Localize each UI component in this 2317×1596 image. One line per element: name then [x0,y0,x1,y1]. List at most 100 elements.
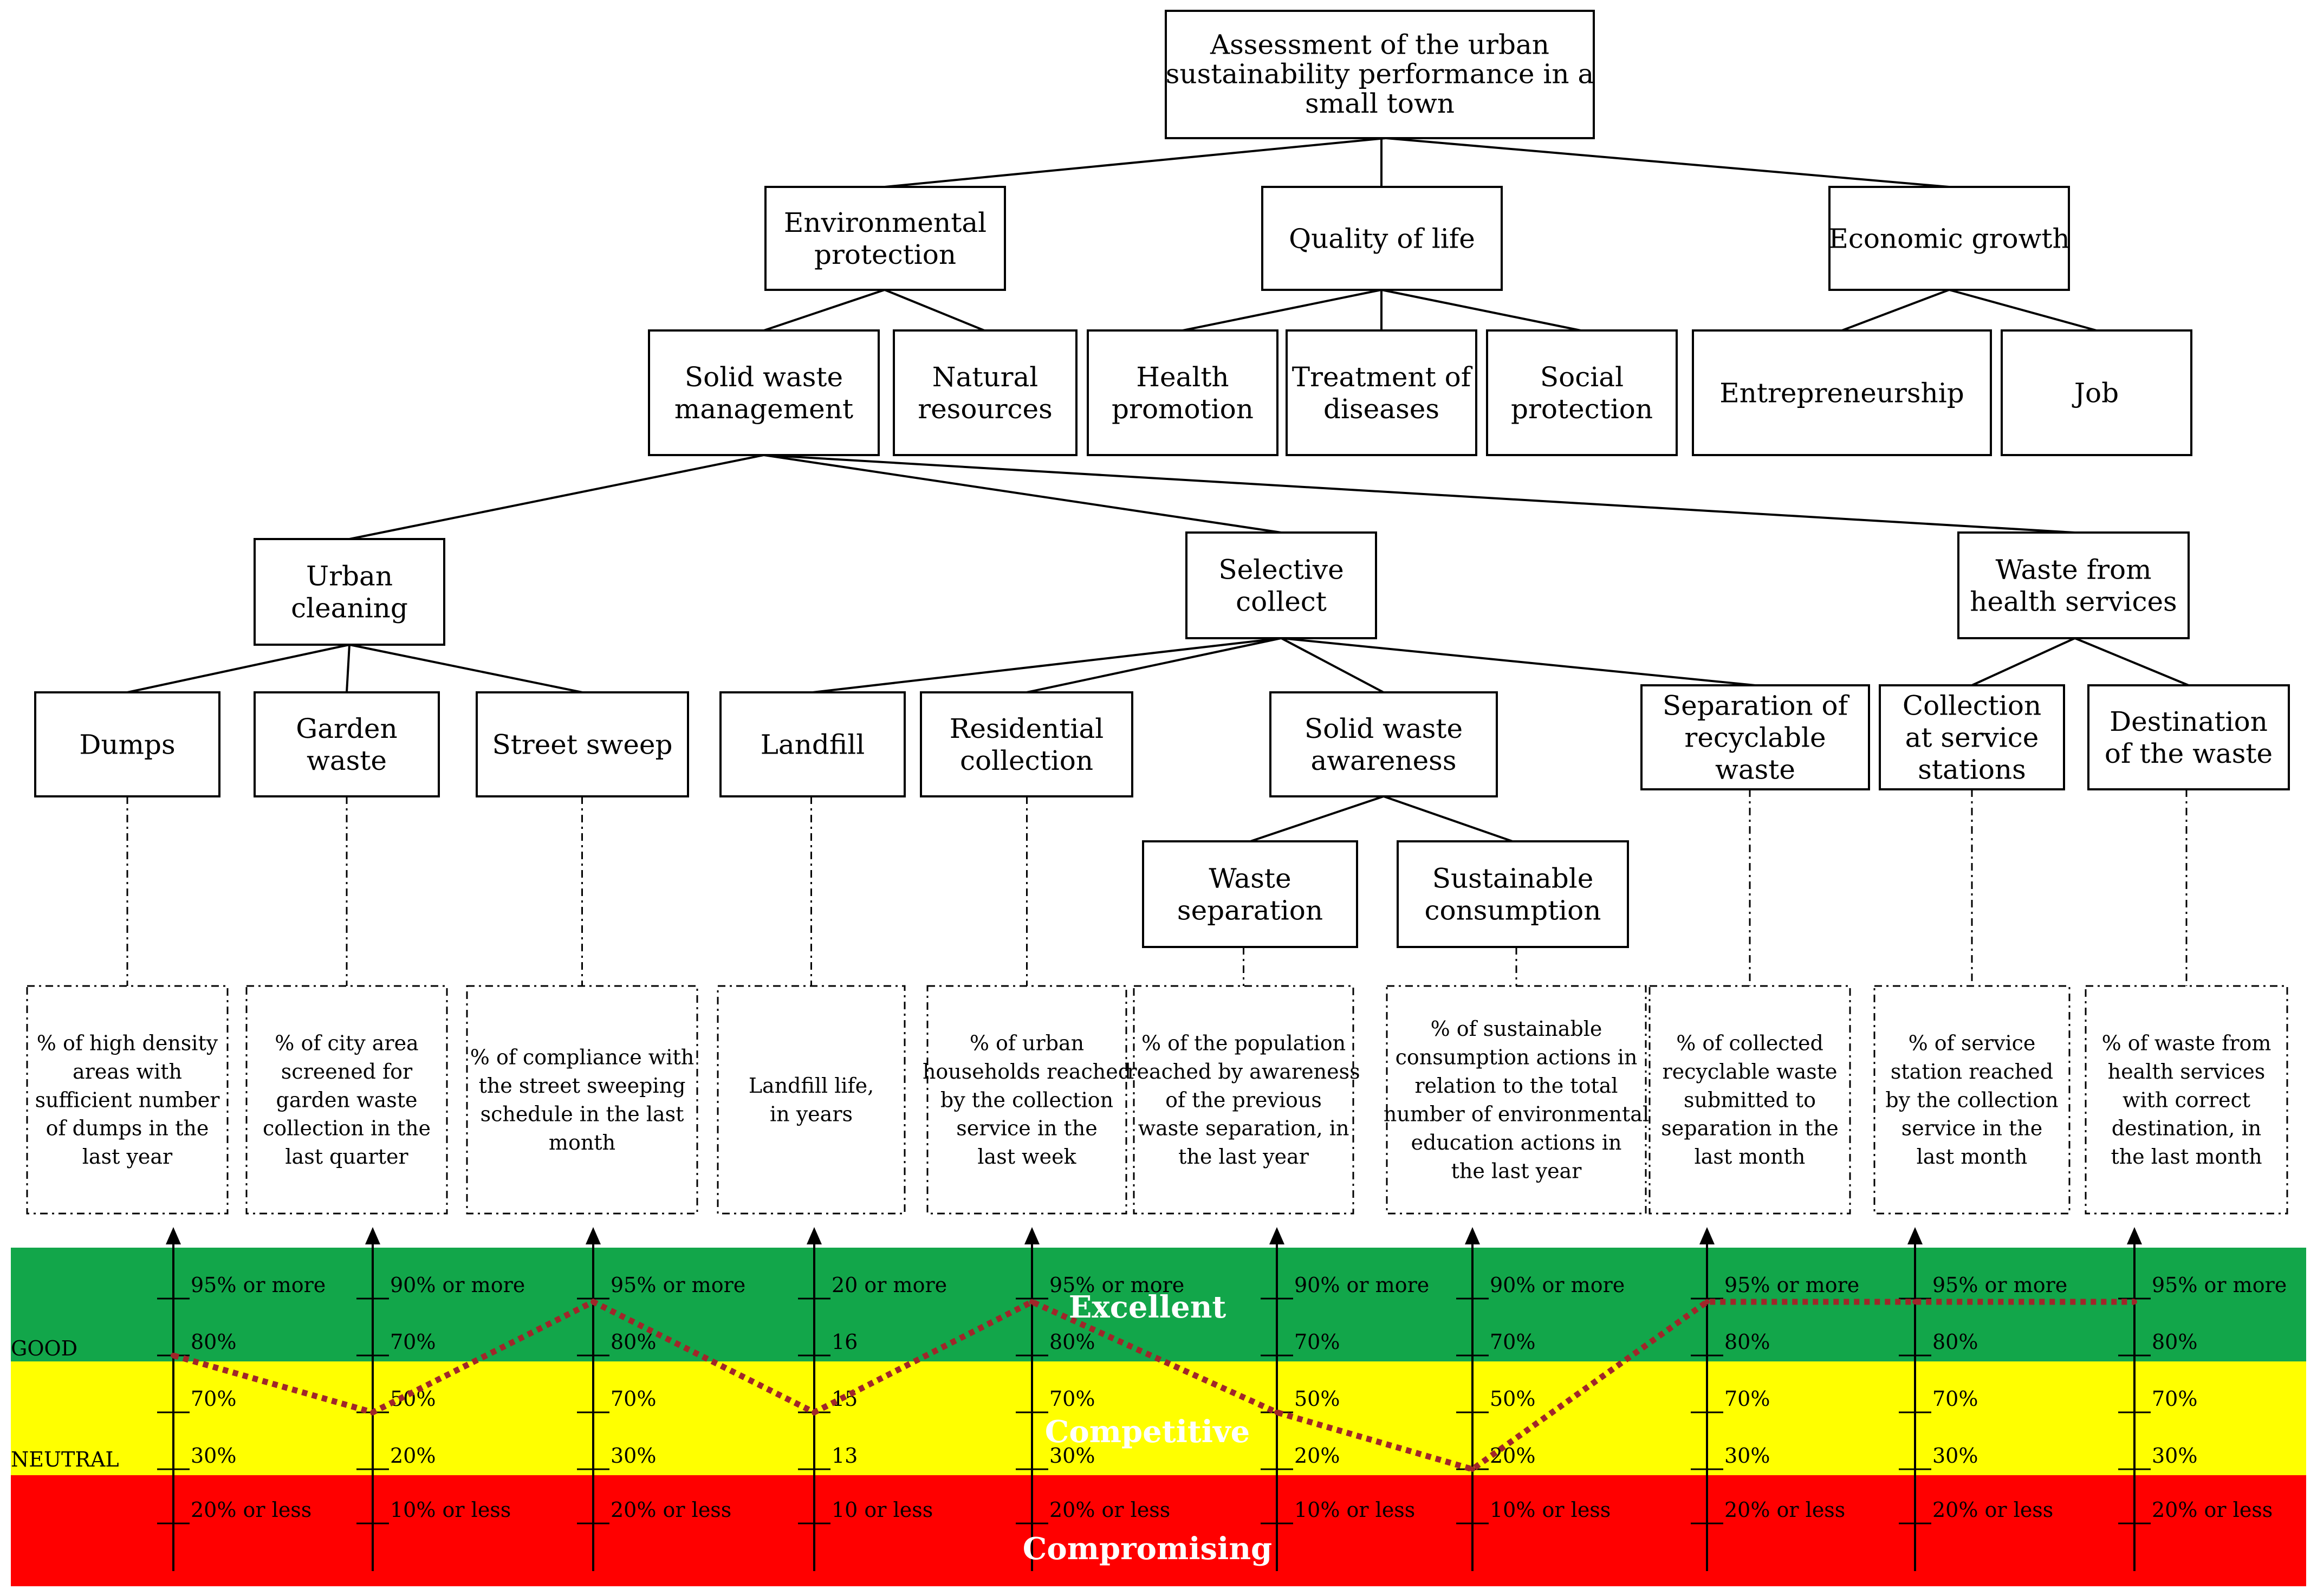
indicator-box [1133,985,1354,1215]
tick-label: 20% or less [2152,1498,2273,1522]
criterion-landfill: Landfill [719,691,906,797]
tree-edge [763,454,1282,534]
subtheme-selective-collect-box [1185,531,1377,639]
indicator-box [1873,985,2071,1215]
tick-label: 80% [1932,1330,1978,1354]
theme-entrepreneurship-label: Entrepreneurship [1719,378,1964,409]
tick-label: 80% [1049,1330,1095,1354]
criterion-residential-collection-box [920,691,1133,797]
subtheme-urban-cleaning-box [254,538,445,646]
axis-arrowhead [1024,1227,1040,1244]
tick-label: 80% [1724,1330,1770,1354]
dimension-economic-growth: Economic growth [1828,186,2070,291]
good-threshold-label: GOOD [11,1337,77,1360]
tick-label: 95% or more [2152,1273,2287,1297]
axis-arrowhead [807,1227,822,1244]
theme-health-promotion-box [1087,329,1278,456]
dimension-quality-of-life-label: Quality of life [1289,223,1475,255]
tick-label: 95% or more [1724,1273,1859,1297]
profile-point [1912,1299,1918,1305]
tick-label: 30% [2152,1444,2197,1468]
criterion-solid-waste-awareness-box [1269,691,1498,797]
criterion-dumps-label: Dumps [79,729,175,761]
tick-label: 50% [1294,1387,1340,1411]
tick-label: 50% [1490,1387,1535,1411]
tick-label: 90% or more [1490,1273,1625,1297]
tick-label: 70% [191,1387,236,1411]
axis-arrowhead [166,1227,181,1244]
tick-label: 70% [2152,1387,2197,1411]
tree-edge [884,137,1386,188]
theme-job: Job [2001,329,2192,456]
dimension-environmental-protection-box [764,186,1006,291]
dimension-quality-of-life-box [1261,186,1503,291]
tick-label: 95% or more [191,1273,326,1297]
performance-profile-line [172,1298,2134,1473]
theme-solid-waste-management-box [648,329,880,456]
compromising-zone [11,1475,2306,1586]
tree-edge [2074,637,2189,686]
criterion-separation-of-recyclable-waste-box [1640,684,1870,790]
tree-edge [1385,137,1950,188]
indicator-box [1648,985,1851,1215]
competitive-zone [11,1361,2306,1475]
tree-edge [1182,289,1382,332]
profile-point [1704,1299,1710,1305]
subtheme-waste-from-health-services-box [1957,531,2190,639]
subcriterion-sustainable-consumption-box [1397,840,1629,948]
indicator-box [245,985,448,1215]
tick-label: 30% [1049,1444,1095,1468]
excellent-label: Excellent [1069,1289,1226,1325]
profile-point [1470,1467,1475,1472]
tick-label: 20% or less [1932,1498,2053,1522]
criterion-landfill-label: Landfill [761,729,865,761]
axis-arrowhead [586,1227,601,1244]
tree-edge [1949,289,2097,332]
axis-arrowhead [1465,1227,1480,1244]
profile-point [812,1410,817,1415]
tick-label: 95% or more [1049,1273,1184,1297]
tick-label: 20 or more [832,1273,947,1297]
tick-label: 20% [1294,1444,1340,1468]
theme-social-protection-box [1486,329,1678,456]
tick-label: 10 or less [832,1498,933,1522]
axis-arrowhead [1269,1227,1284,1244]
criterion-street-sweep: Street sweep [476,691,689,797]
axis-arrowhead [1907,1227,1923,1244]
tick-label: 70% [390,1330,436,1354]
tree-edge [127,644,350,693]
tick-label: 90% or more [390,1273,525,1297]
tick-label: 95% or more [611,1273,745,1297]
tick-label: 10% or less [1490,1498,1611,1522]
